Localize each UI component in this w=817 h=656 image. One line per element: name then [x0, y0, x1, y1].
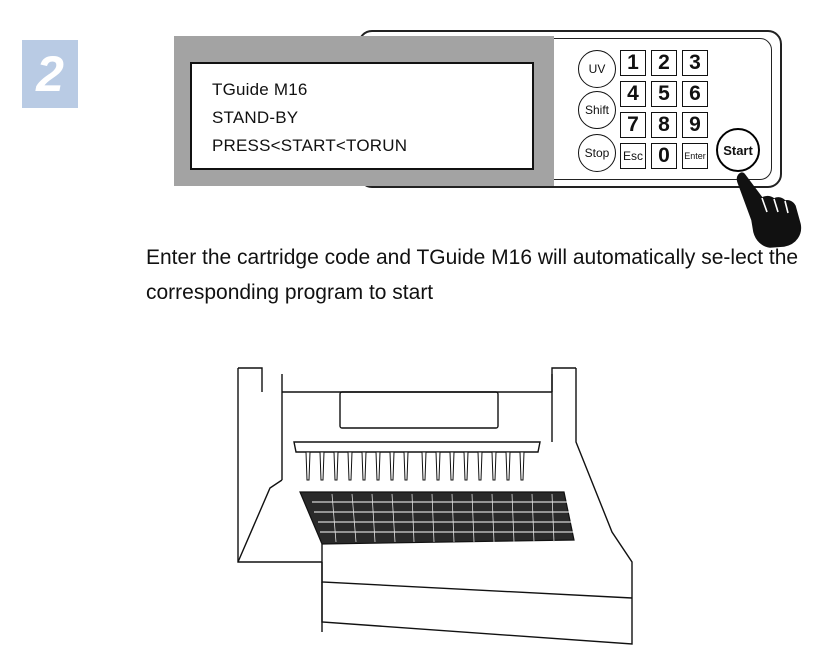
lcd-line-status: STAND-BY: [212, 108, 299, 127]
shift-key[interactable]: Shift: [578, 91, 616, 129]
instruction-caption: Enter the cartridge code and TGuide M16 …: [146, 246, 799, 304]
key-3[interactable]: 3: [682, 50, 708, 76]
stop-key[interactable]: Stop: [578, 134, 616, 172]
key-2[interactable]: 2: [651, 50, 677, 76]
key-8[interactable]: 8: [651, 112, 677, 138]
esc-key[interactable]: Esc: [620, 143, 646, 169]
key-4[interactable]: 4: [620, 81, 646, 107]
instrument-illustration: [237, 367, 633, 645]
key-0[interactable]: 0: [651, 143, 677, 169]
enter-key[interactable]: Enter: [682, 143, 708, 169]
lcd-line-prompt: PRESS<START<TORUN: [212, 136, 408, 155]
key-7[interactable]: 7: [620, 112, 646, 138]
lcd-frame: TGuide M16 STAND-BY PRESS<START<TORUN: [174, 36, 554, 186]
step-number-badge: 2: [22, 40, 78, 108]
uv-key[interactable]: UV: [578, 50, 616, 88]
key-5[interactable]: 5: [651, 81, 677, 107]
key-1[interactable]: 1: [620, 50, 646, 76]
control-panel-illustration: TGuide M16 STAND-BY PRESS<START<TORUN UV…: [174, 30, 784, 192]
lcd-line-model: TGuide M16: [212, 80, 308, 99]
pointing-hand-icon: [736, 172, 802, 248]
key-6[interactable]: 6: [682, 81, 708, 107]
start-key[interactable]: Start: [716, 128, 760, 172]
lcd-display: TGuide M16 STAND-BY PRESS<START<TORUN: [190, 62, 534, 170]
key-9[interactable]: 9: [682, 112, 708, 138]
